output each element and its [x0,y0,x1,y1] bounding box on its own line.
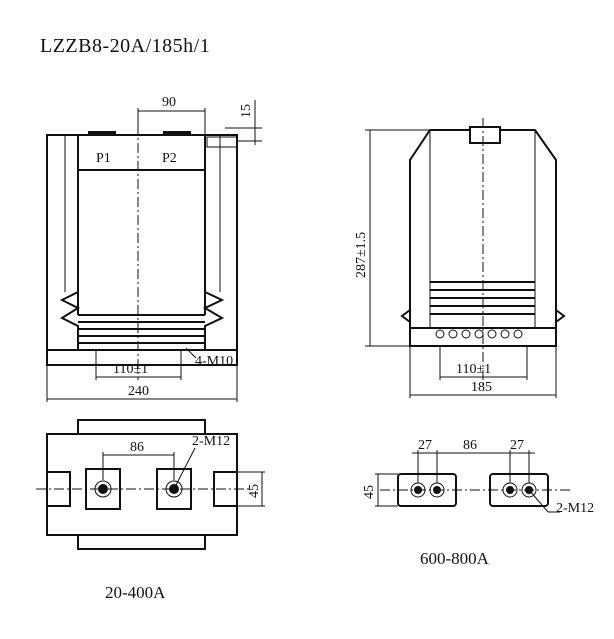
dim-bolt-large: 2-M12 [556,501,594,516]
side-tab-right [555,309,566,323]
dim-height-small: 45 [247,484,262,498]
side-bolt-row [435,329,523,339]
side-bolt-4 [474,329,484,339]
front-right-wing [202,134,238,350]
side-bolt-6 [500,329,510,339]
dim-mount-spacing-side: 110±1 [456,362,491,377]
side-bolt-1 [435,329,445,339]
dim-height-side: 287±1.5 [354,232,369,278]
caption-large: 600-800A [420,549,490,568]
side-terminal [469,126,501,144]
terminal-p2-label: P2 [162,151,177,166]
terminal-p2-block [163,131,191,136]
dim-terminal-height: 15 [239,104,254,118]
dim-left-pitch: 27 [418,438,432,453]
bv1-slot-left [46,471,71,507]
front-left-wing [46,134,81,350]
terminal-p1-label: P1 [96,151,111,166]
bv1-bottom-plate [77,534,206,550]
bv1-bolt-leader [173,447,196,490]
front-side-tab [206,136,238,148]
side-view: 287±1.5 110±1 185 [354,118,566,398]
dim-spacing-large: 86 [463,438,477,453]
bv2-bolt-leader-1 [528,489,549,513]
side-bolt-7 [513,329,523,339]
dim-overall-width-front: 240 [128,384,149,399]
bv1-top-plate [77,419,206,435]
dim-terminal-spacing: 90 [162,95,176,110]
dim-mount-spacing-front: 110±1 [113,362,148,377]
dim-bolt-small: 2-M12 [192,434,230,449]
front-base [46,349,238,366]
dim-overall-width-side: 185 [471,380,492,395]
dim-bolt-front: 4-M10 [195,354,233,369]
bolt-leader [185,347,197,359]
side-bolt-3 [461,329,471,339]
side-base [409,327,557,347]
bottom-view-large: 27 86 27 45 2-M12 600-800A [362,438,594,568]
front-view: P1 P2 90 15 110±1 4-M10 240 [46,95,262,402]
side-bolt-5 [487,329,497,339]
model-title: LZZB8-20A/185h/1 [40,35,210,57]
side-bolt-2 [448,329,458,339]
caption-small: 20-400A [105,583,166,602]
dim-spacing-small: 86 [130,440,144,455]
dim-right-pitch: 27 [510,438,524,453]
dim-height-large: 45 [362,485,377,499]
side-tab-left [400,309,411,323]
bottom-view-small: 86 2-M12 45 20-400A [36,419,265,602]
terminal-p1-block [88,131,116,136]
